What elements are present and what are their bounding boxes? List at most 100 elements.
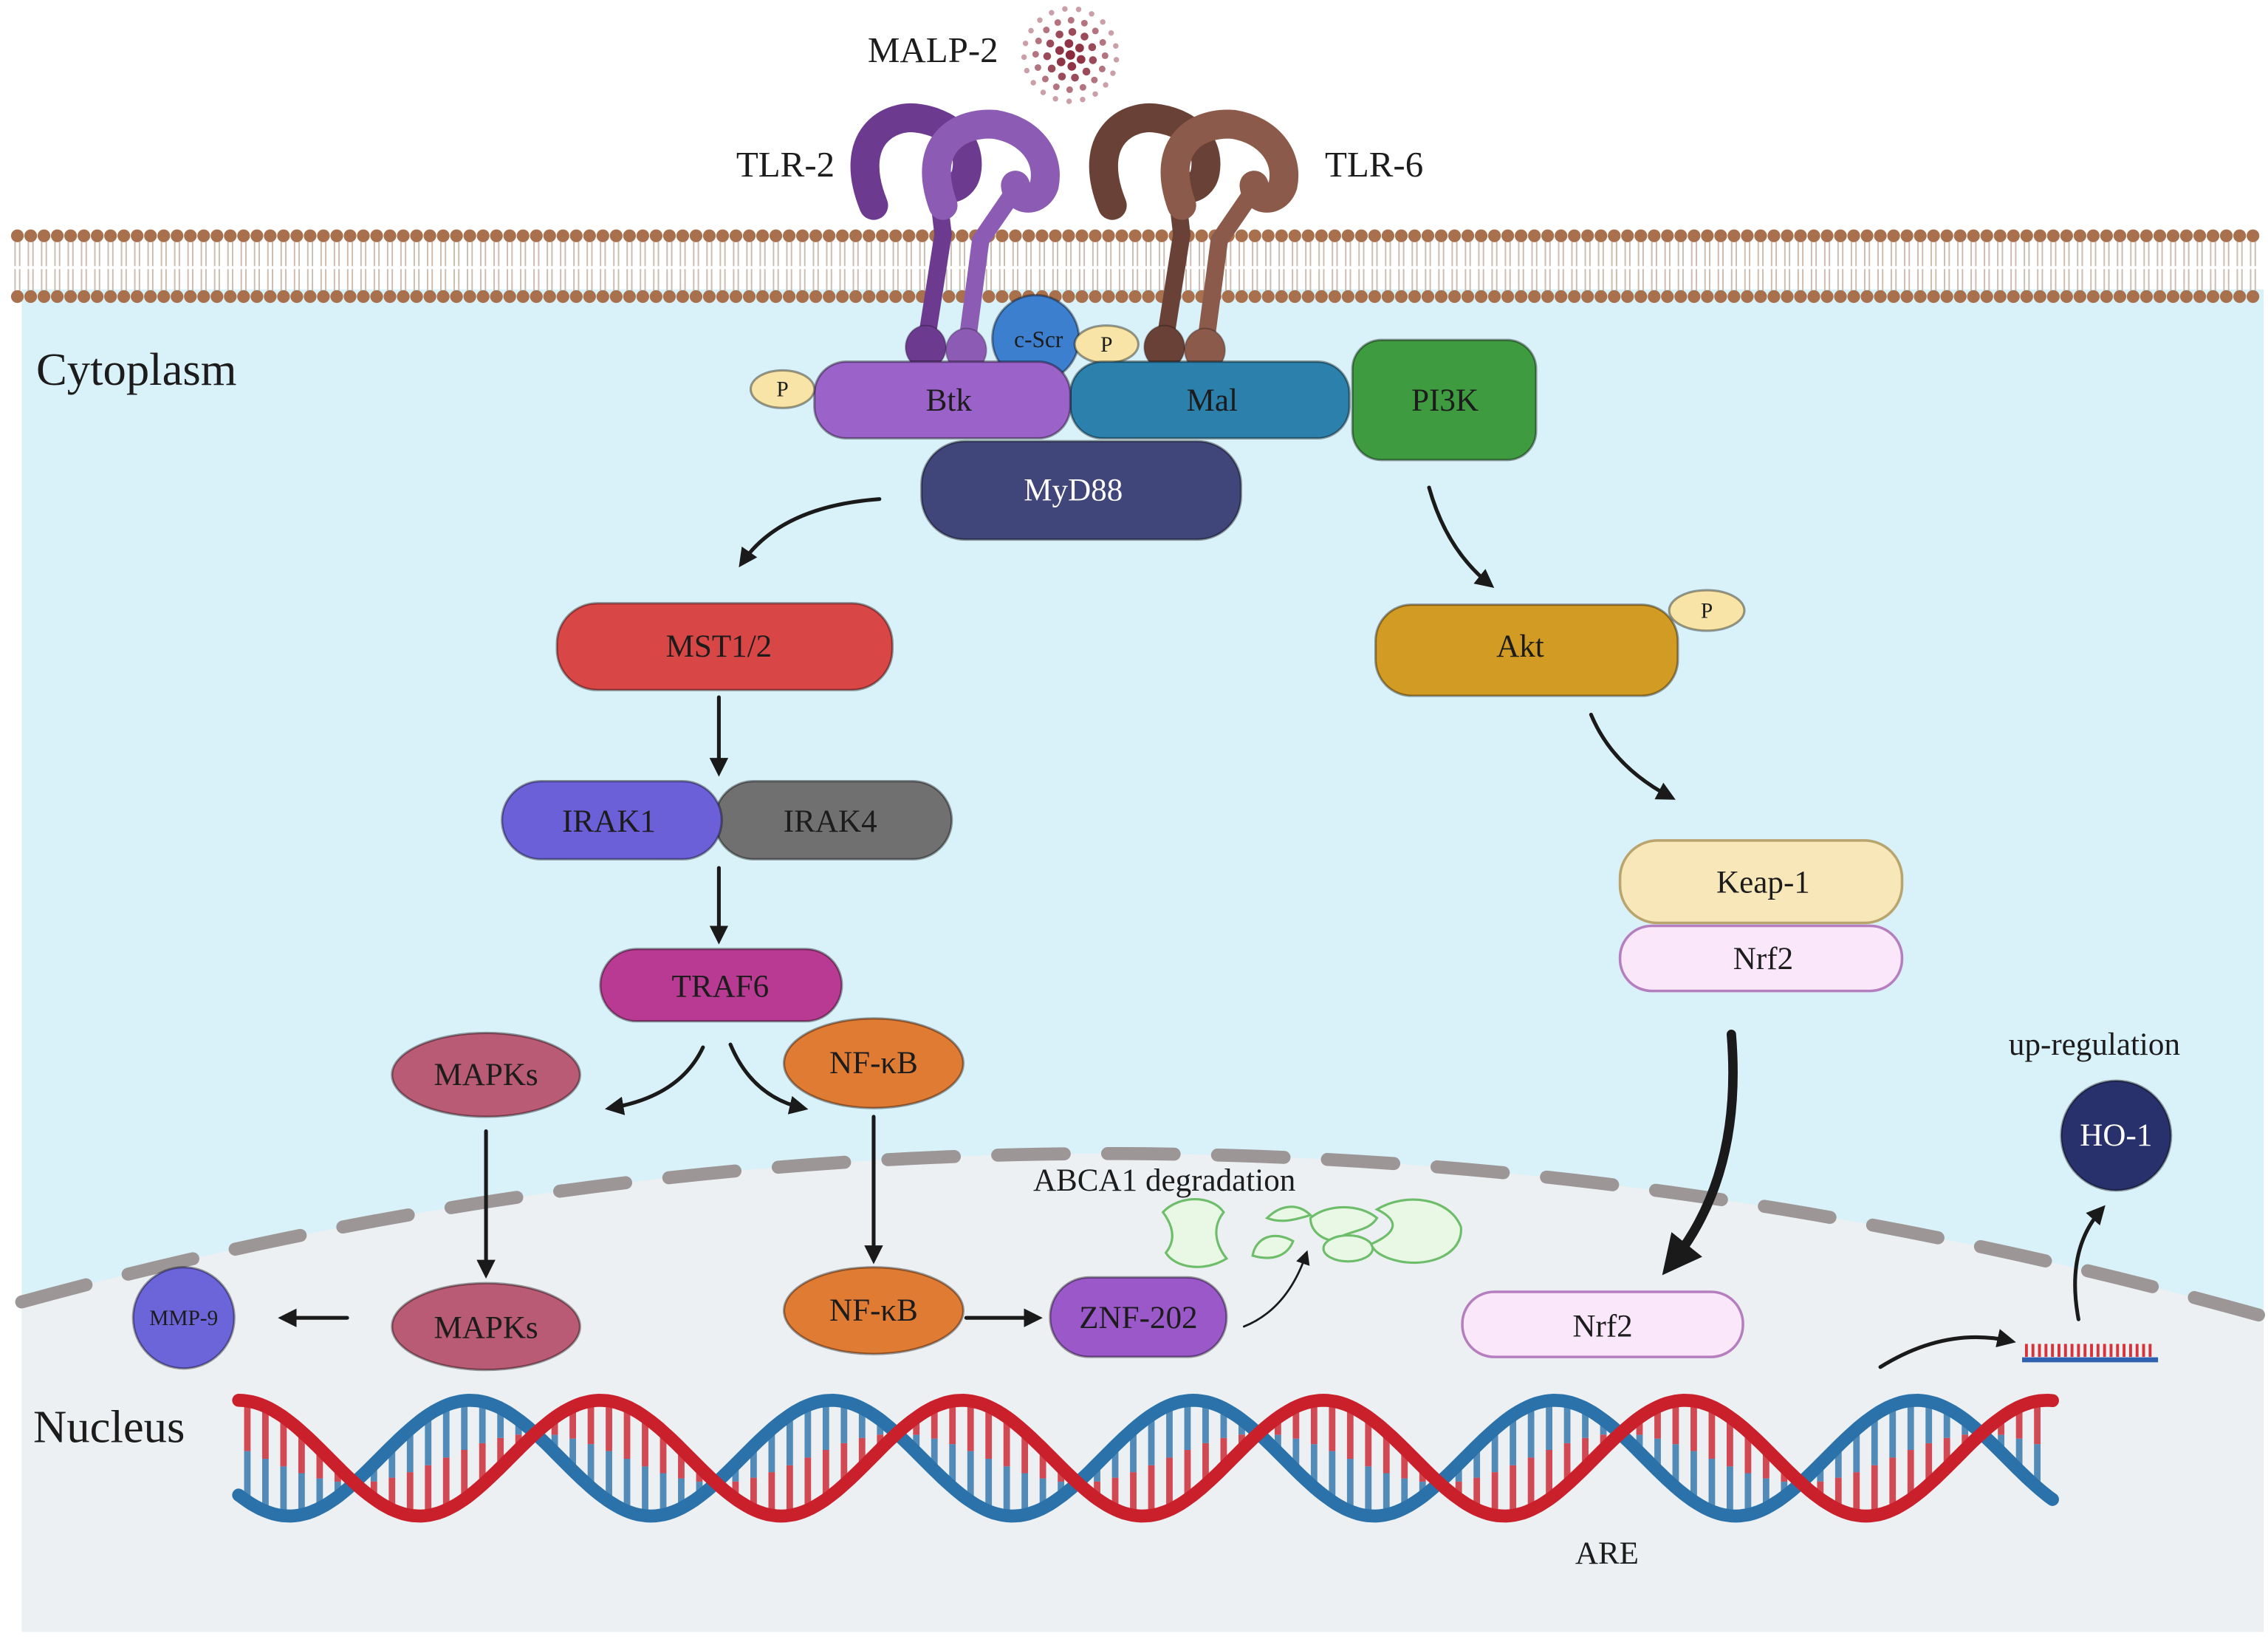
nrf2-nucleus-label: Nrf2 (1572, 1310, 1632, 1344)
phospho-label-akt: P (1701, 599, 1713, 623)
malp2-particle (1067, 62, 1077, 71)
lipid-head (1847, 229, 1860, 242)
lipid-head (1528, 229, 1541, 242)
lipid-head (24, 229, 38, 242)
lipid-head (556, 290, 569, 304)
lipid-head (782, 229, 796, 242)
lipid-head (370, 229, 383, 242)
lipid-head (1980, 229, 1993, 242)
malp2-particle (1091, 76, 1098, 83)
lipid-head (1328, 290, 1341, 304)
are-label: ARE (1575, 1536, 1639, 1571)
malp2-particle (1052, 96, 1058, 102)
lipid-head (1142, 290, 1155, 304)
lipid-head (742, 229, 756, 242)
lipid-head (889, 290, 902, 304)
tlr2-label: TLR-2 (736, 144, 835, 185)
malp2-particle (1052, 83, 1060, 91)
lipid-head (144, 229, 157, 242)
malp2-particle (1092, 27, 1099, 35)
lipid-head (1914, 290, 1927, 304)
lipid-head (1248, 290, 1261, 304)
lipid-head (1953, 229, 1967, 242)
ho1-mrna (2022, 1344, 2159, 1363)
lipid-head (2139, 229, 2154, 242)
lipid-head (50, 290, 64, 304)
lipid-head (343, 229, 357, 242)
znf202-node (1049, 1276, 1228, 1358)
lipid-head (64, 290, 78, 304)
lipid-head (264, 290, 277, 304)
lipid-head (1781, 229, 1794, 242)
dna-strand-red (232, 1394, 2059, 1523)
malp2-particle (1055, 30, 1063, 38)
abca1-fragment (1161, 1198, 1229, 1268)
lipid-head (476, 229, 490, 242)
lipid-head (2033, 229, 2046, 242)
lipid-head (716, 229, 730, 242)
abca1-fragment (1369, 1198, 1462, 1265)
lipid-head (410, 290, 423, 304)
malp2-particle (1080, 19, 1088, 27)
znf202-label: ZNF-202 (1079, 1301, 1197, 1335)
lipid-head (463, 290, 476, 304)
lipid-head (171, 290, 184, 304)
arrow-traf6-to-mapks (604, 1045, 705, 1115)
lipid-head (849, 229, 863, 242)
malp2-particle (1043, 52, 1052, 61)
lipid-head (1701, 229, 1714, 242)
lipid-head (1754, 229, 1767, 242)
irak4-label: IRAK4 (784, 804, 877, 839)
lipid-head (1261, 229, 1275, 242)
malp2-particle (1068, 27, 1077, 36)
lipid-head (569, 229, 583, 242)
malp2-particle (1064, 39, 1074, 48)
lipid-head (1688, 229, 1701, 242)
mapks-nucleus-label: MAPKs (434, 1311, 538, 1346)
malp2-particle (1101, 52, 1109, 59)
lipid-head (1674, 229, 1688, 242)
lipid-head (676, 229, 690, 242)
lipid-head (1341, 229, 1354, 242)
lipid-head (37, 290, 51, 304)
mmp9-node (131, 1266, 236, 1370)
lipid-head (1581, 290, 1594, 304)
lipid-head (1701, 290, 1714, 304)
akt-label: Akt (1496, 629, 1544, 664)
lipid-head (849, 290, 863, 304)
lipid-head (876, 290, 889, 304)
lipid-head (1621, 229, 1634, 242)
lipid-head (729, 229, 743, 242)
lipid-head (662, 290, 676, 304)
malp2-particle (1075, 7, 1082, 13)
lipid-head (1820, 229, 1834, 242)
lipid-head (104, 229, 117, 242)
lipid-head (1781, 290, 1794, 304)
malp2-particle (1058, 72, 1066, 81)
malp2-particle (1092, 91, 1098, 97)
lipid-head (583, 290, 596, 304)
lipid-head (982, 290, 996, 304)
lipid-head (1474, 229, 1488, 242)
lipid-head (609, 229, 623, 242)
lipid-head (623, 290, 636, 304)
malp2-particle (1110, 70, 1116, 76)
lipid-head (2060, 229, 2073, 242)
malp2-label: MALP-2 (868, 30, 998, 70)
ho1-node (2060, 1079, 2173, 1192)
mmp9-label: MMP-9 (149, 1307, 218, 1330)
lipid-head (304, 229, 317, 242)
arrow-pi3k-to-akt (1427, 485, 1495, 589)
malp2-particle (1062, 6, 1068, 12)
lipid-head (1022, 229, 1035, 242)
lipid-head (756, 290, 770, 304)
tlr2-stem (959, 185, 1021, 348)
lipid-head (1448, 229, 1462, 242)
lipid-head (503, 290, 516, 304)
lipid-head (317, 229, 330, 242)
lipid-head (1328, 229, 1341, 242)
malp2-particle (1034, 64, 1041, 71)
lipid-head (543, 290, 556, 304)
lipid-tails-outer (14, 242, 2256, 267)
malp2-particle (1046, 39, 1055, 48)
